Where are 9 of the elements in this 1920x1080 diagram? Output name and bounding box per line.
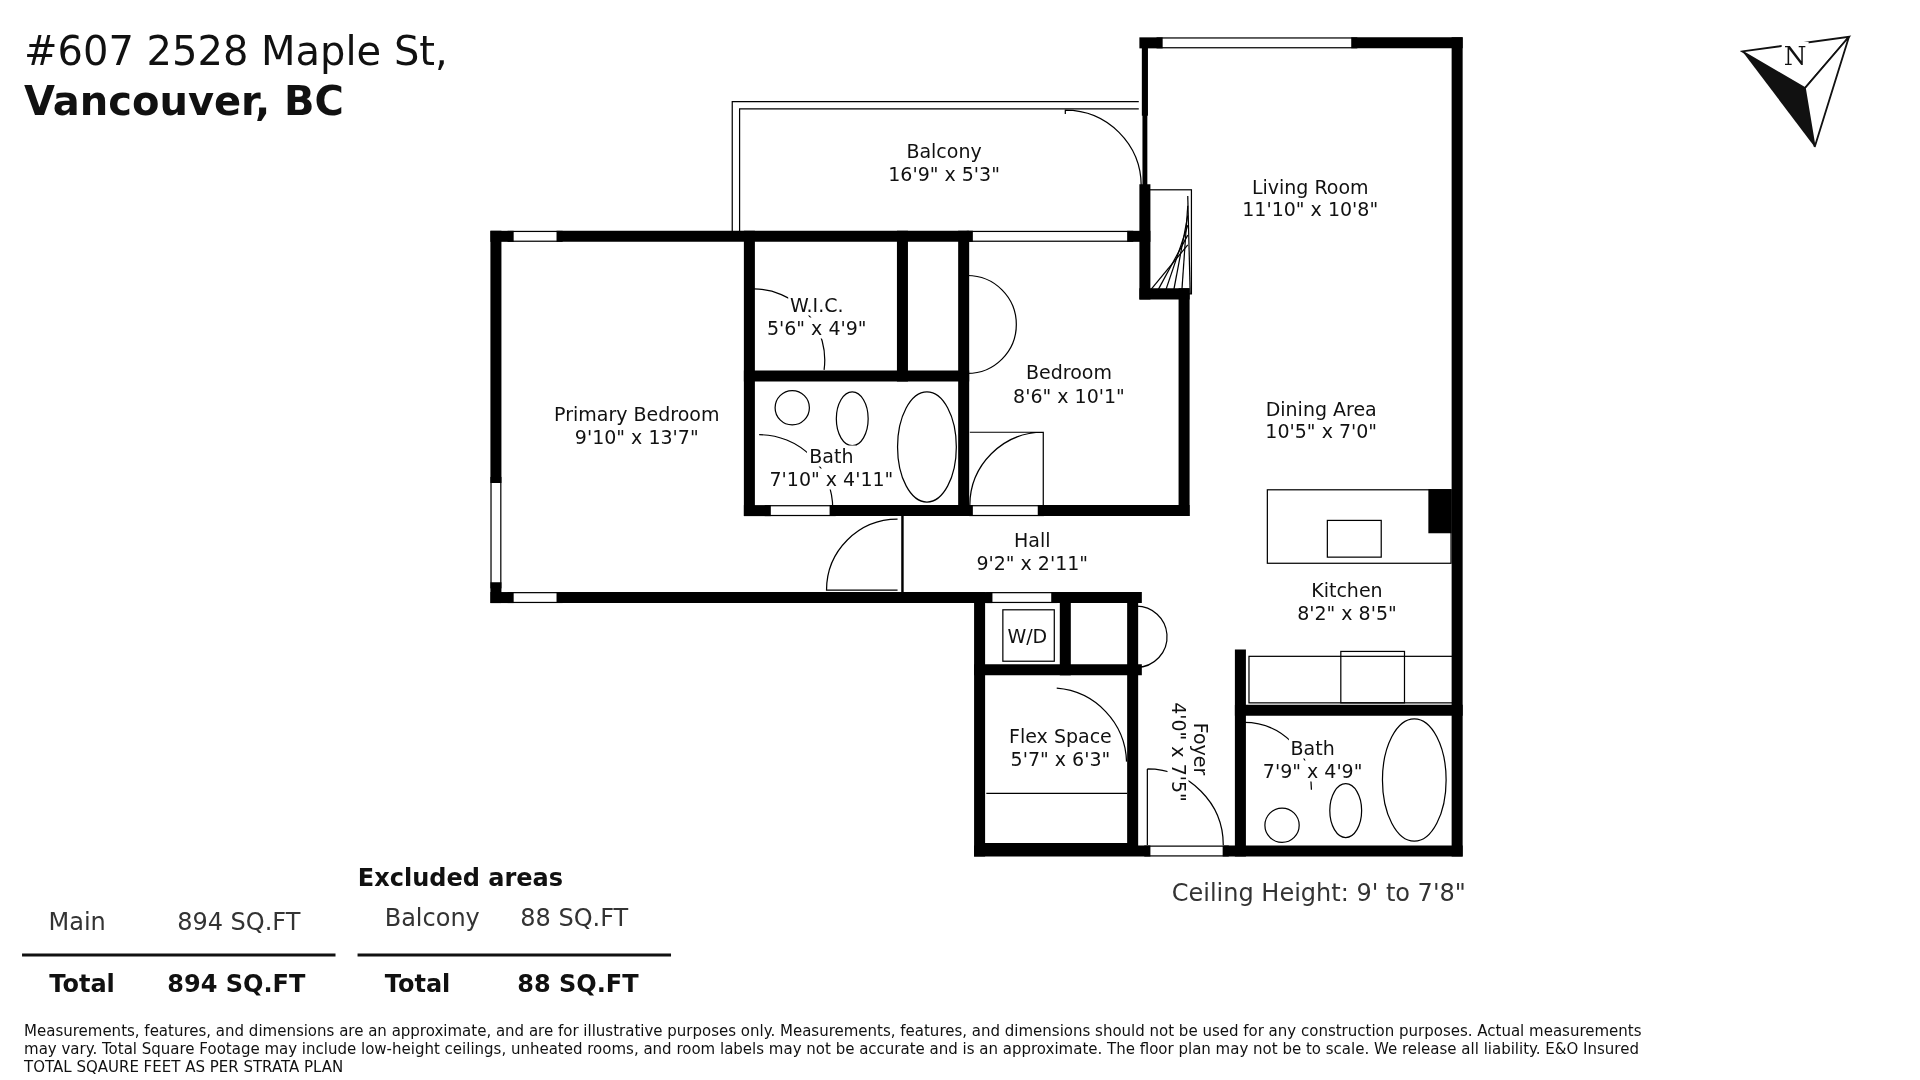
room-name: Bath [807, 445, 856, 466]
room-name: Flex Space [1007, 725, 1114, 747]
total-value: 894 SQ.FT [165, 971, 308, 998]
room-name: Foyer [1189, 721, 1211, 778]
room-name: Bath [1288, 737, 1337, 759]
area-value: 894 SQ.FT [175, 909, 303, 936]
area-value: 88 SQ.FT [518, 905, 631, 932]
address-title: #607 2528 Maple St, Vancouver, BC [24, 27, 449, 126]
total-value: 88 SQ.FT [515, 971, 641, 998]
